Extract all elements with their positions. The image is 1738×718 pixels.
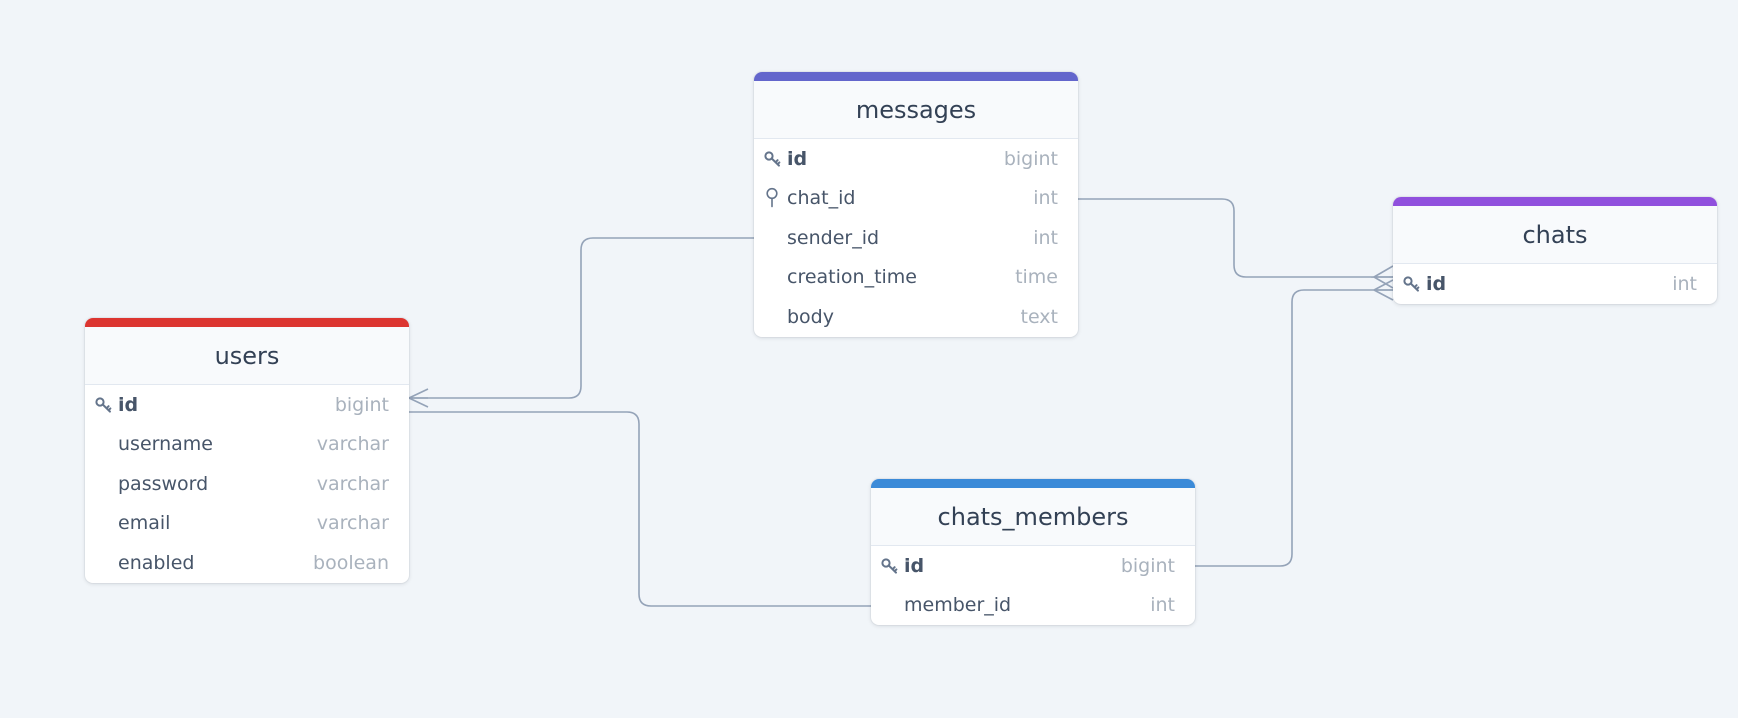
field-name: enabled: [118, 551, 195, 574]
table-messages[interactable]: messages id bigint chat_id int sender_id…: [754, 72, 1078, 337]
field-name: chat_id: [787, 187, 856, 210]
table-title: chats: [1393, 206, 1717, 264]
field-type: boolean: [313, 551, 389, 574]
field-name: username: [118, 433, 213, 456]
crows-foot-chats-upper: [1371, 265, 1394, 289]
field-name: email: [118, 512, 171, 535]
field-type: int: [1150, 594, 1175, 617]
field-type: time: [1015, 266, 1058, 289]
field-type: int: [1033, 226, 1058, 249]
key-icon: [93, 394, 115, 416]
field-row-sender-id[interactable]: sender_id int: [754, 218, 1078, 258]
field-row-id[interactable]: id bigint: [754, 139, 1078, 179]
crows-foot-users: [408, 388, 429, 408]
field-type: varchar: [316, 433, 389, 456]
field-name: password: [118, 472, 209, 495]
table-title: users: [85, 327, 409, 385]
field-row-id[interactable]: id int: [1393, 264, 1717, 304]
table-chats-members[interactable]: chats_members id bigint member_id int: [871, 479, 1195, 625]
field-type: bigint: [334, 393, 389, 416]
table-chats[interactable]: chats id int: [1393, 197, 1717, 304]
field-row-password[interactable]: password varchar: [85, 464, 409, 504]
field-row-email[interactable]: email varchar: [85, 504, 409, 544]
key-icon: [762, 148, 784, 170]
field-name: member_id: [904, 594, 1012, 617]
link-chats-members-to-chats: [1194, 289, 1393, 567]
field-row-body[interactable]: body text: [754, 297, 1078, 337]
field-type: int: [1672, 272, 1697, 295]
field-type: bigint: [1003, 147, 1058, 170]
crows-foot-chats-lower: [1373, 279, 1394, 301]
table-color-bar: [85, 318, 409, 327]
field-name: id: [1426, 272, 1447, 295]
key-icon: [1401, 273, 1423, 295]
field-row-chat-id[interactable]: chat_id int: [754, 179, 1078, 219]
table-title: messages: [754, 81, 1078, 139]
field-row-id[interactable]: id bigint: [871, 546, 1195, 586]
field-type: bigint: [1120, 554, 1175, 577]
link-users-id-to-chats-members: [409, 411, 871, 607]
key-icon: [879, 555, 901, 577]
field-row-id[interactable]: id bigint: [85, 385, 409, 425]
table-users[interactable]: users id bigint username varchar passwor…: [85, 318, 409, 583]
field-name: body: [787, 305, 834, 328]
field-type: int: [1033, 187, 1058, 210]
field-row-creation-time[interactable]: creation_time time: [754, 258, 1078, 298]
foreign-key-icon: [762, 187, 784, 209]
field-name: id: [904, 554, 925, 577]
table-color-bar: [871, 479, 1195, 488]
field-type: text: [1020, 305, 1059, 328]
table-color-bar: [754, 72, 1078, 81]
link-messages-sender-id-to-users: [409, 237, 754, 399]
field-name: creation_time: [787, 266, 917, 289]
field-name: id: [787, 147, 808, 170]
link-messages-chat-id-to-chats: [1078, 198, 1393, 278]
field-name: id: [118, 393, 139, 416]
field-type: varchar: [316, 472, 389, 495]
field-row-member-id[interactable]: member_id int: [871, 586, 1195, 626]
field-name: sender_id: [787, 226, 880, 249]
field-row-username[interactable]: username varchar: [85, 425, 409, 465]
field-type: varchar: [316, 512, 389, 535]
table-color-bar: [1393, 197, 1717, 206]
field-row-enabled[interactable]: enabled boolean: [85, 543, 409, 583]
table-title: chats_members: [871, 488, 1195, 546]
